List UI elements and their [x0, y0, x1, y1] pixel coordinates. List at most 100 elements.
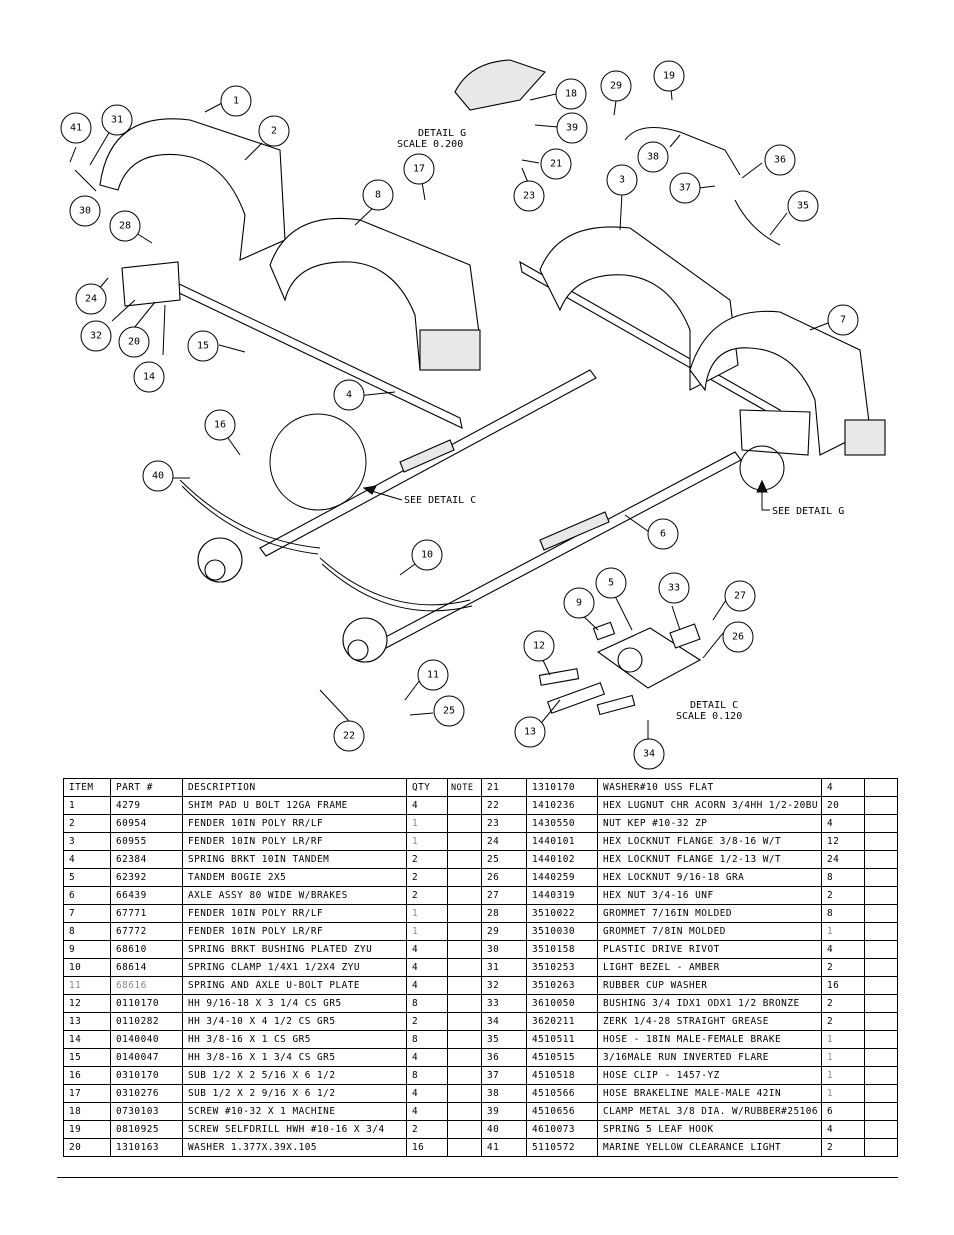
cell-qty: 2 — [406, 1012, 448, 1031]
cell-qty: 2 — [406, 850, 448, 869]
cell-description: NUT KEP #10-32 ZP — [597, 814, 822, 833]
cell-note — [447, 994, 482, 1013]
cell-qty: 1 — [821, 1030, 865, 1049]
cell-note — [864, 1030, 898, 1049]
cell-qty: 1 — [821, 922, 865, 941]
cell-description: SCREW #10-32 X 1 MACHINE — [182, 1102, 407, 1121]
callout-5: 5 — [595, 567, 627, 599]
svg-text:12: 12 — [533, 641, 545, 652]
cell-qty: 1 — [821, 1084, 865, 1103]
cell-qty: 4 — [406, 796, 448, 815]
detail-g-title: DETAIL G — [418, 128, 466, 139]
cell-part: 0730103 — [110, 1102, 183, 1121]
cell-note — [447, 1120, 482, 1139]
cell-part: 4279 — [110, 796, 183, 815]
cell-note — [864, 958, 898, 977]
cell-note — [447, 1012, 482, 1031]
cell-qty: 1 — [406, 814, 448, 833]
callout-37: 37 — [669, 172, 701, 204]
callout-14: 14 — [133, 361, 165, 393]
svg-text:31: 31 — [111, 115, 123, 126]
cell-qty: 8 — [406, 994, 448, 1013]
svg-text:14: 14 — [143, 372, 155, 383]
cell-note — [447, 922, 482, 941]
detail-g-light — [454, 59, 546, 111]
svg-text:9: 9 — [576, 598, 582, 609]
cell-item: 32 — [481, 976, 527, 995]
cell-note — [864, 1120, 898, 1139]
cell-description: GROMMET 7/16IN MOLDED — [597, 904, 822, 923]
cell-part: 4510566 — [526, 1084, 598, 1103]
svg-text:7: 7 — [840, 315, 846, 326]
cell-part: 0140047 — [110, 1048, 183, 1067]
callout-10: 10 — [411, 539, 443, 571]
cell-part: 0110282 — [110, 1012, 183, 1031]
cell-qty: 1 — [821, 1066, 865, 1085]
cell-qty: 2 — [406, 1120, 448, 1139]
callout-1: 1 — [220, 85, 252, 117]
cell-qty: 1 — [406, 922, 448, 941]
axle-rear — [342, 451, 742, 663]
svg-text:33: 33 — [668, 583, 680, 594]
cell-description: SUB 1/2 X 2 5/16 X 6 1/2 — [182, 1066, 407, 1085]
cell-item: 2 — [63, 814, 111, 833]
cell-description: HEX LOCKNUT FLANGE 1/2-13 W/T — [597, 850, 822, 869]
cell-note — [864, 940, 898, 959]
cell-note — [447, 814, 482, 833]
callout-23: 23 — [513, 180, 545, 212]
callout-38: 38 — [637, 141, 669, 173]
cell-qty: 8 — [821, 904, 865, 923]
cell-description: SPRING AND AXLE U-BOLT PLATE — [182, 976, 407, 995]
callout-26: 26 — [722, 621, 754, 653]
cell-part: 62392 — [110, 868, 183, 887]
cell-note — [864, 850, 898, 869]
cell-part: 1310170 — [526, 778, 598, 797]
cell-part: 68614 — [110, 958, 183, 977]
table-header-row: ITEM PART # DESCRIPTION QTY NOTE — [63, 778, 482, 797]
cell-item: 27 — [481, 886, 527, 905]
svg-text:32: 32 — [90, 331, 102, 342]
cell-qty: 2 — [821, 994, 865, 1013]
cell-qty: 12 — [821, 832, 865, 851]
svg-text:36: 36 — [774, 155, 786, 166]
see-detail-c-label: SEE DETAIL C — [404, 495, 476, 506]
cell-description: SUB 1/2 X 2 9/16 X 6 1/2 — [182, 1084, 407, 1103]
brake-hose-38 — [624, 127, 741, 176]
cell-part: 4610073 — [526, 1120, 598, 1139]
cell-part: 0310170 — [110, 1066, 183, 1085]
svg-text:35: 35 — [797, 201, 809, 212]
svg-text:28: 28 — [119, 221, 131, 232]
cell-description: HH 9/16-18 X 3 1/4 CS GR5 — [182, 994, 407, 1013]
cell-description: HOSE - 18IN MALE-FEMALE BRAKE — [597, 1030, 822, 1049]
cell-description: HOSE CLIP - 1457-YZ — [597, 1066, 822, 1085]
cell-note — [864, 1066, 898, 1085]
cell-description: ZERK 1/4-28 STRAIGHT GREASE — [597, 1012, 822, 1031]
footer-rule — [57, 1177, 898, 1178]
cell-qty: 8 — [406, 1066, 448, 1085]
cell-part: 0110170 — [110, 994, 183, 1013]
spring-front — [179, 479, 321, 555]
cell-description: HH 3/4-10 X 4 1/2 CS GR5 — [182, 1012, 407, 1031]
cell-note — [864, 778, 898, 797]
cell-item: 5 — [63, 868, 111, 887]
cell-note — [447, 940, 482, 959]
svg-text:2: 2 — [271, 126, 277, 137]
svg-text:8: 8 — [375, 190, 381, 201]
cell-part: 1440319 — [526, 886, 598, 905]
cell-description: HH 3/8-16 X 1 CS GR5 — [182, 1030, 407, 1049]
svg-text:18: 18 — [565, 89, 577, 100]
svg-text:5: 5 — [608, 578, 614, 589]
cell-note — [864, 1012, 898, 1031]
callout-12: 12 — [523, 630, 555, 662]
cell-item: 33 — [481, 994, 527, 1013]
cell-qty: 4 — [406, 958, 448, 977]
